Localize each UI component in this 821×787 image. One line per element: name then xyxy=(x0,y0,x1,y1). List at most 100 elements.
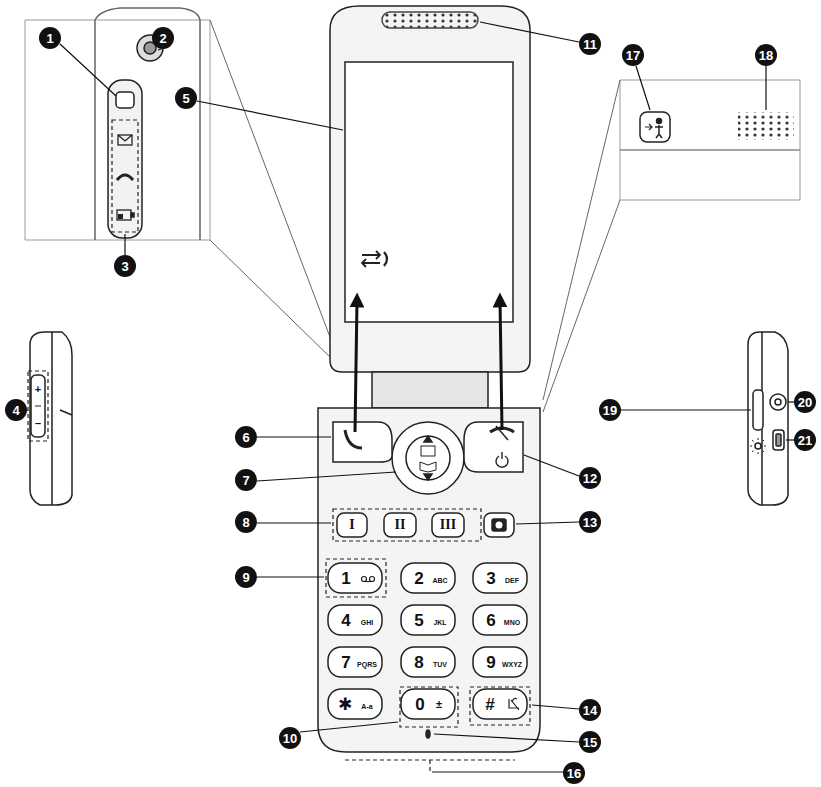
callout-number: 15 xyxy=(579,731,601,753)
leader-line xyxy=(532,705,579,709)
key-digit: 5 xyxy=(414,612,423,629)
callout-number: 9 xyxy=(235,566,257,588)
led-panel xyxy=(108,80,142,238)
leader-line xyxy=(434,734,579,742)
leader-line xyxy=(636,66,650,110)
leader-line xyxy=(124,234,125,255)
key-letters: JKL xyxy=(433,619,446,626)
talk-key xyxy=(333,422,392,462)
phone-left-side xyxy=(30,332,72,505)
callout-number: 2 xyxy=(152,27,174,49)
callout-number: 4 xyxy=(5,399,27,421)
leader-line xyxy=(621,409,751,410)
camera-key xyxy=(484,513,514,537)
key-digit: 4 xyxy=(341,612,350,629)
keypad-key xyxy=(401,605,455,635)
leader-line xyxy=(786,439,794,440)
key-numeral: II xyxy=(395,518,406,532)
keypad-key xyxy=(328,689,382,719)
callout-number: 14 xyxy=(579,699,601,721)
key-letters: ABC xyxy=(432,577,447,584)
battery-icon xyxy=(117,210,131,220)
keypad-key xyxy=(328,647,382,677)
keypad-key xyxy=(328,605,382,635)
key-numeral: I xyxy=(349,518,354,532)
leader-line xyxy=(480,22,579,42)
key-letters: A-a xyxy=(361,703,372,710)
side-button xyxy=(753,390,763,430)
keypad-key xyxy=(473,605,527,635)
keypad-key xyxy=(328,563,382,593)
key-digit: 8 xyxy=(414,654,423,671)
receiver xyxy=(382,12,478,28)
key-digit: 6 xyxy=(486,612,495,629)
callout-number: 12 xyxy=(579,467,601,489)
navigator-key xyxy=(392,422,464,494)
key-symbol: – xyxy=(35,418,41,429)
off-key xyxy=(464,422,523,472)
talking-button xyxy=(640,112,670,142)
callout-number: 19 xyxy=(599,399,621,421)
key-digit: 1 xyxy=(341,570,350,587)
headset-jack xyxy=(770,394,786,410)
usb-port xyxy=(773,430,784,450)
key-symbol: + xyxy=(35,384,41,395)
leader-line xyxy=(197,101,343,130)
volume-key xyxy=(31,375,45,437)
leader-line xyxy=(300,722,398,732)
key-symbol: ± xyxy=(436,699,442,710)
leader-line xyxy=(60,44,116,96)
leader-line xyxy=(524,455,579,476)
leader-line xyxy=(257,522,331,523)
leader-line xyxy=(432,771,563,772)
callout-number: 17 xyxy=(622,44,644,66)
leader-line xyxy=(257,436,331,437)
key-digit: ✱ xyxy=(338,696,352,713)
callout-number: 21 xyxy=(794,429,816,451)
callout-number: 18 xyxy=(755,44,777,66)
phone-right-side xyxy=(748,332,788,505)
mail-icon xyxy=(118,135,132,145)
key-letters: DEF xyxy=(505,577,519,584)
key-letters: TUV xyxy=(433,661,447,668)
keypad-key xyxy=(401,647,455,677)
callout-number: 16 xyxy=(563,762,585,784)
key-digit: # xyxy=(485,696,494,713)
indicator-led xyxy=(116,92,134,108)
key-letters: WXYZ xyxy=(502,661,522,668)
callout-number: 6 xyxy=(235,426,257,448)
callout-number: 11 xyxy=(579,33,601,55)
callout-number: 10 xyxy=(279,727,301,749)
keypad-key xyxy=(401,563,455,593)
leader-line xyxy=(257,576,324,577)
callout-number: 13 xyxy=(579,511,601,533)
inset-frame xyxy=(25,20,210,240)
speaker-grille xyxy=(738,112,794,140)
leader-line xyxy=(27,409,28,410)
leader-line xyxy=(516,522,579,524)
hinge xyxy=(372,372,488,408)
keypad-key xyxy=(473,647,527,677)
key-numeral: III xyxy=(440,518,456,532)
keypad-key xyxy=(473,563,527,593)
phone-base xyxy=(318,408,540,752)
callout-number: 8 xyxy=(235,511,257,533)
key-letters: GHI xyxy=(361,619,373,626)
callout-number: 5 xyxy=(175,87,197,109)
display xyxy=(345,62,513,322)
key-letters: PQRS xyxy=(357,661,377,668)
callout-number: 20 xyxy=(794,391,816,413)
key-digit: 9 xyxy=(486,654,495,671)
key-digit: 7 xyxy=(341,654,350,671)
key-digit: 3 xyxy=(486,570,495,587)
key-digit: 0 xyxy=(415,696,424,713)
keypad-key xyxy=(401,689,455,719)
keypad-key xyxy=(473,689,527,719)
callout-number: 3 xyxy=(114,255,136,277)
callout-number: 1 xyxy=(39,27,61,49)
leader-line xyxy=(257,472,396,481)
leader-line xyxy=(765,66,766,110)
